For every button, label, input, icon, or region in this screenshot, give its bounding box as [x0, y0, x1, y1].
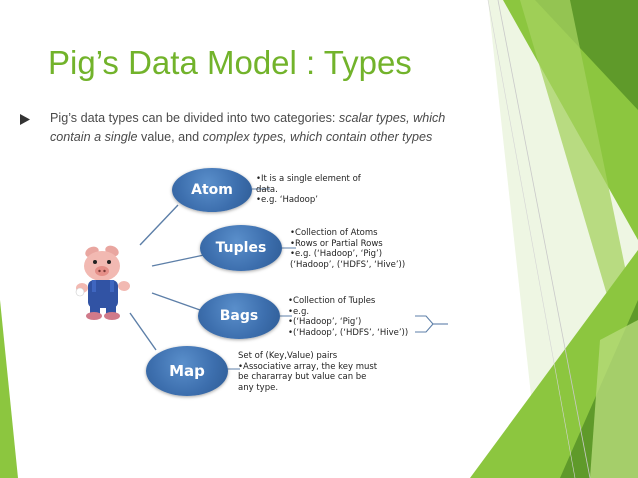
- desc-line: •Collection of Tuples: [288, 296, 376, 306]
- node-bags: Bags: [198, 293, 280, 339]
- desc-line: any type.: [238, 382, 279, 393]
- intro-part-1: Pig’s data types can be divided into two…: [50, 111, 339, 125]
- desc-line: •(‘Hadoop’, ‘Pig’): [288, 317, 362, 327]
- desc-line: •e.g. (‘Hadoop’, ‘Pig’): [290, 249, 383, 259]
- pig-mascot-icon: [75, 245, 130, 320]
- desc-line: (‘Hadoop’, (‘HDFS’, ‘Hive’)): [290, 259, 406, 270]
- intro-part-4: complex types, which contain other types: [202, 130, 433, 144]
- node-tuples: Tuples: [200, 225, 282, 271]
- desc-line: •e.g.: [288, 306, 310, 317]
- desc-tuples: •Collection of Atoms •Rows or Partial Ro…: [290, 228, 405, 270]
- node-map: Map: [146, 346, 228, 396]
- page-title: Pig’s Data Model : Types: [48, 44, 412, 81]
- node-atom: Atom: [172, 168, 252, 212]
- desc-line: •It is a single element of: [256, 174, 361, 184]
- desc-line: Set of (Key,Value) pairs: [238, 351, 338, 361]
- triangle-arrow-icon: [20, 114, 30, 125]
- desc-map: Set of (Key,Value) pairs •Associative ar…: [238, 351, 377, 393]
- desc-atom: •It is a single element of data. •e.g. ‘…: [256, 174, 361, 206]
- desc-line: •(‘Hadoop’, (‘HDFS’, ‘Hive’)): [288, 327, 409, 338]
- intro-part-2: scalar types, which contain a single: [50, 111, 446, 144]
- desc-line: be chararray but value can be: [238, 372, 367, 382]
- desc-line: •Collection of Atoms: [290, 228, 378, 238]
- desc-line: •e.g. ‘Hadoop’: [256, 195, 318, 205]
- desc-line: •Rows or Partial Rows: [290, 238, 383, 249]
- intro-part-3: value, and: [137, 130, 203, 144]
- desc-line: •Associative array, the key must: [238, 361, 378, 372]
- desc-bags: •Collection of Tuples •e.g. •(‘Hadoop’, …: [288, 296, 408, 338]
- desc-line: data.: [256, 184, 278, 195]
- intro-text: Pig’s data types can be divided into two…: [50, 109, 470, 147]
